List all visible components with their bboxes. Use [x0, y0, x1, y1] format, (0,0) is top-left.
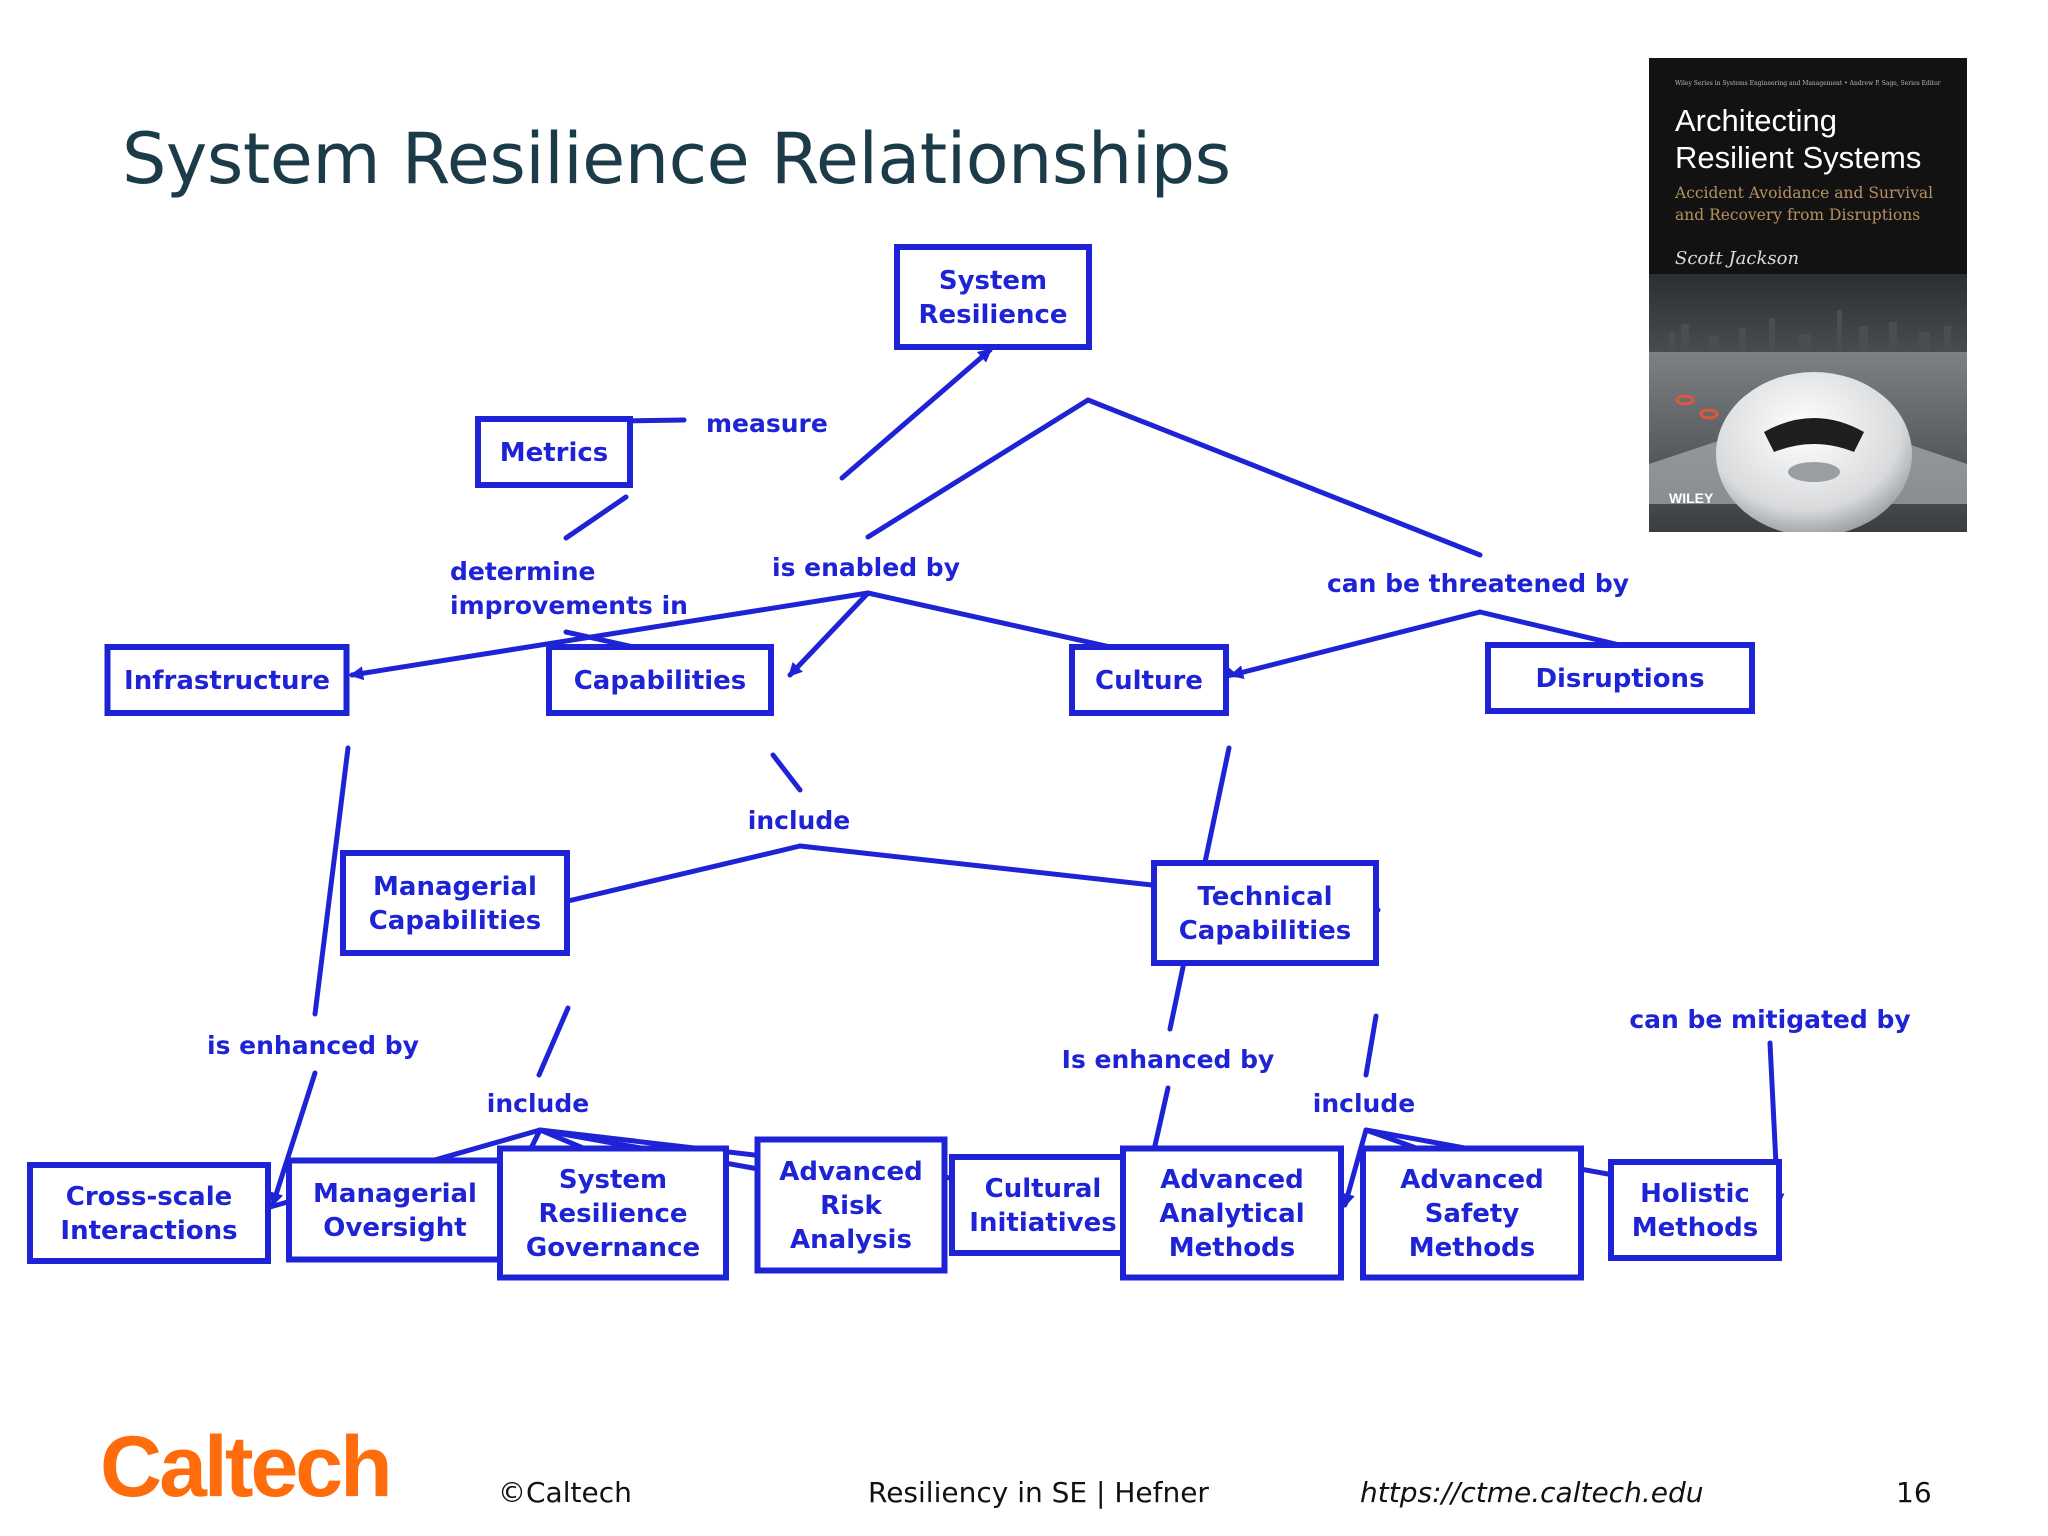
connector-line — [865, 397, 1091, 540]
connector-line — [1229, 609, 1483, 680]
node-box — [894, 244, 1092, 350]
node-box — [497, 1145, 729, 1281]
connector-line — [312, 745, 351, 1017]
connector-line — [536, 1005, 571, 1078]
connector-line — [565, 843, 803, 904]
connector-line — [787, 590, 871, 678]
caltech-logo: Caltech — [100, 1419, 393, 1515]
book-cover: Wiley Series in Systems Engineering and … — [1649, 58, 1967, 532]
node-box — [1485, 642, 1755, 714]
connector-line — [1085, 397, 1483, 558]
node-disruptions: Disruptions — [1485, 642, 1755, 714]
node-label: Culture — [1095, 666, 1203, 696]
connector-line — [269, 1070, 318, 1207]
connector-line — [1341, 1127, 1369, 1208]
slide-title: System Resilience Relationships — [122, 118, 1231, 200]
node-box — [340, 850, 570, 956]
connector-line — [1363, 1013, 1379, 1078]
edge-label-enhanced-infra: is enhanced by — [207, 1031, 419, 1060]
connector-line — [349, 590, 871, 681]
footer-url[interactable]: https://ctme.caltech.edu — [1360, 1476, 1704, 1509]
edge-label-include-mgr: include — [487, 1089, 589, 1118]
node-culture: Culture — [1069, 644, 1229, 716]
node-box — [27, 1162, 271, 1264]
edge-label-enabled: is enabled by — [772, 553, 960, 582]
node-box — [546, 644, 774, 716]
node-box — [1608, 1159, 1782, 1261]
connector-line — [770, 752, 803, 793]
node-box — [286, 1157, 504, 1263]
node-box — [949, 1154, 1137, 1256]
book-publisher: WILEY — [1669, 490, 1714, 506]
node-box — [1151, 860, 1379, 966]
node-label: Capabilities — [574, 666, 747, 696]
book-author: Scott Jackson — [1675, 248, 1800, 269]
node-box — [754, 1136, 948, 1274]
node-box — [104, 644, 350, 716]
book-title: Architecting Resilient Systems — [1675, 103, 1922, 175]
edge-label-include-caps: include — [748, 806, 850, 835]
node-label: Metrics — [500, 438, 609, 468]
node-label: Disruptions — [1535, 664, 1704, 694]
node-infrastructure: Infrastructure — [104, 644, 350, 716]
edge-label-include-tech: include — [1313, 1089, 1415, 1118]
node-metrics: Metrics — [475, 416, 633, 488]
page-number: 16 — [1896, 1476, 1932, 1509]
airplane-on-river-image — [1649, 274, 1967, 532]
footer-course: Resiliency in SE | Hefner — [868, 1476, 1209, 1509]
node-box — [1120, 1145, 1344, 1281]
edge-label-threatened: can be threatened by — [1327, 569, 1629, 598]
book-subtitle: Accident Avoidance and Survival and Reco… — [1675, 184, 1934, 224]
edge-label-measure: measure — [706, 409, 828, 438]
node-box — [1069, 644, 1229, 716]
node-box — [1360, 1145, 1584, 1281]
node-label: Infrastructure — [124, 666, 330, 696]
connector-line — [563, 494, 629, 541]
node-box — [475, 416, 633, 488]
connector-line — [839, 347, 993, 481]
node-capabilities: Capabilities — [546, 644, 774, 716]
edge-label-enhanced-culture: Is enhanced by — [1062, 1045, 1275, 1074]
edge-label-mitigated: can be mitigated by — [1629, 1005, 1910, 1034]
book-series-line: Wiley Series in Systems Engineering and … — [1675, 80, 1941, 87]
footer-copyright: ©Caltech — [498, 1476, 632, 1509]
